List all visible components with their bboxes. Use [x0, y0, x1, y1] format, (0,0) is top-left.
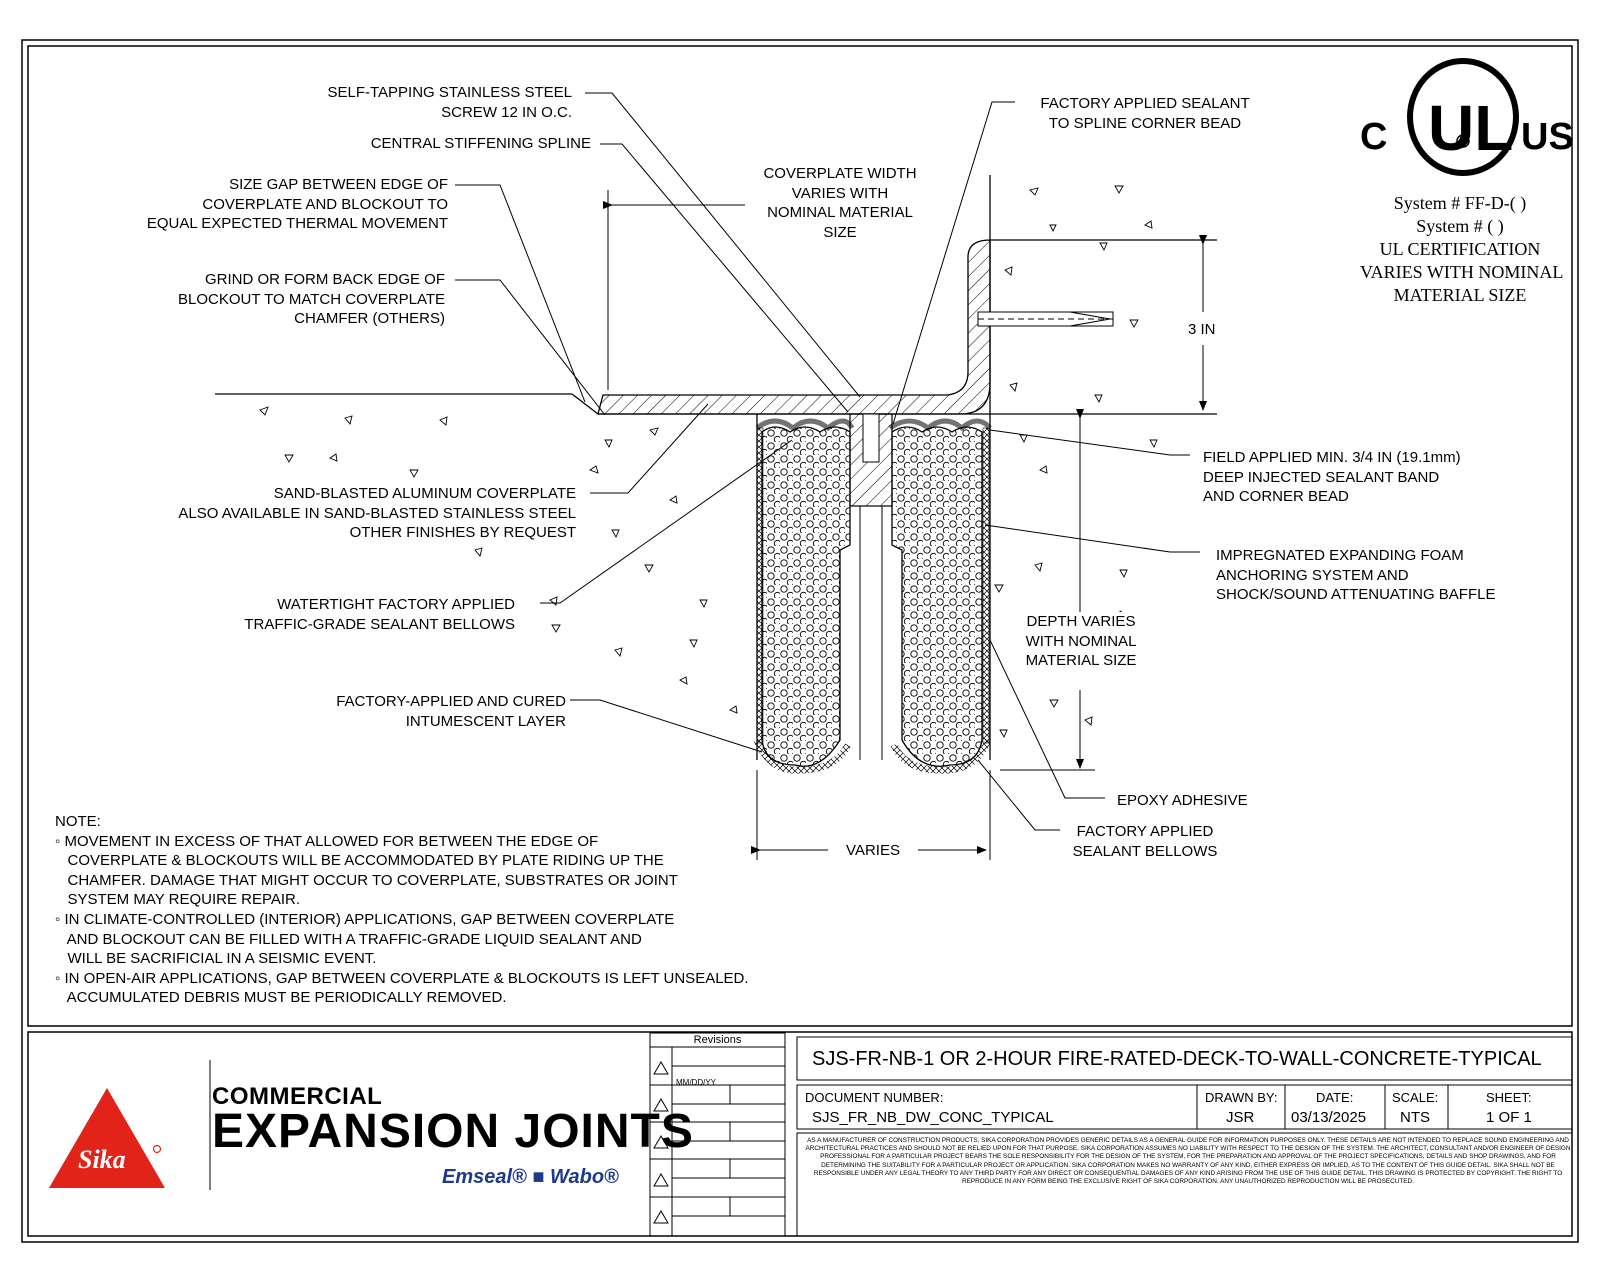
disclaimer: AS A MANUFACTURER OF CONSTRUCTION PRODUC…	[805, 1137, 1571, 1186]
label-varies: VARIES	[846, 842, 900, 859]
central-spline	[849, 413, 893, 760]
concrete-deck	[215, 175, 1217, 760]
foam-block-right	[888, 418, 992, 774]
dimensions	[603, 190, 1207, 860]
sika-logo: Sika	[49, 1088, 165, 1188]
date-label: DATE:	[1316, 1090, 1354, 1105]
anchor-screw	[977, 311, 1114, 327]
revision-triangles	[653, 1061, 669, 1224]
label-spline: CENTRAL STIFFENING SPLINE	[370, 135, 591, 152]
ul-c: C	[1360, 116, 1387, 158]
outer-border	[21, 39, 1579, 1243]
brand-commercial: COMMERCIAL	[212, 1083, 383, 1110]
brand-expansion-joints: EXPANSION JOINTS	[212, 1105, 694, 1158]
label-field-sealant: FIELD APPLIED MIN. 3/4 IN (19.1mm)DEEP I…	[1203, 449, 1461, 505]
scale-label: SCALE:	[1392, 1090, 1439, 1105]
notes: NOTE: ◦ MOVEMENT IN EXCESS OF THAT ALLOW…	[55, 813, 749, 1007]
ul-system-text: System # FF-D-( )System # ( )UL CERTIFIC…	[1360, 193, 1564, 305]
scale: NTS	[1400, 1109, 1430, 1126]
aluminum-coverplate	[597, 239, 991, 415]
drawing-border	[27, 45, 1573, 1027]
revision-date-placeholder: MM/DD/YY	[676, 1078, 716, 1087]
doc-number: SJS_FR_NB_DW_CONC_TYPICAL	[812, 1109, 1054, 1126]
drawn-by-label: DRAWN BY:	[1205, 1090, 1278, 1105]
sheet-number: 1 OF 1	[1486, 1109, 1532, 1126]
drawing-title: SJS-FR-NB-1 OR 2-HOUR FIRE-RATED-DECK-TO…	[812, 1048, 1542, 1070]
sika-logo-text: Sika	[78, 1145, 126, 1174]
label-epoxy: EPOXY ADHESIVE	[1117, 792, 1248, 809]
intumescent-left	[756, 427, 764, 744]
sheet-label: SHEET:	[1486, 1090, 1532, 1105]
brand-emseal-wabo: Emseal® ■ Wabo®	[442, 1166, 619, 1188]
date: 03/13/2025	[1291, 1109, 1367, 1126]
leader-lines	[455, 92, 1200, 831]
ul-mark	[1407, 58, 1519, 176]
revisions-label: Revisions	[693, 1034, 742, 1046]
drawn-by: JSR	[1226, 1109, 1255, 1126]
ul-letters: UL	[1428, 92, 1513, 164]
label-height: 3 IN	[1188, 321, 1216, 338]
ul-us: US	[1521, 116, 1574, 158]
titleblock-grid	[209, 1032, 1573, 1237]
foam-block-left	[753, 418, 855, 774]
ul-registered: R	[1459, 137, 1466, 147]
intumescent-right	[982, 427, 990, 744]
concrete-aggregate	[259, 185, 1158, 739]
doc-number-label: DOCUMENT NUMBER:	[805, 1090, 944, 1105]
